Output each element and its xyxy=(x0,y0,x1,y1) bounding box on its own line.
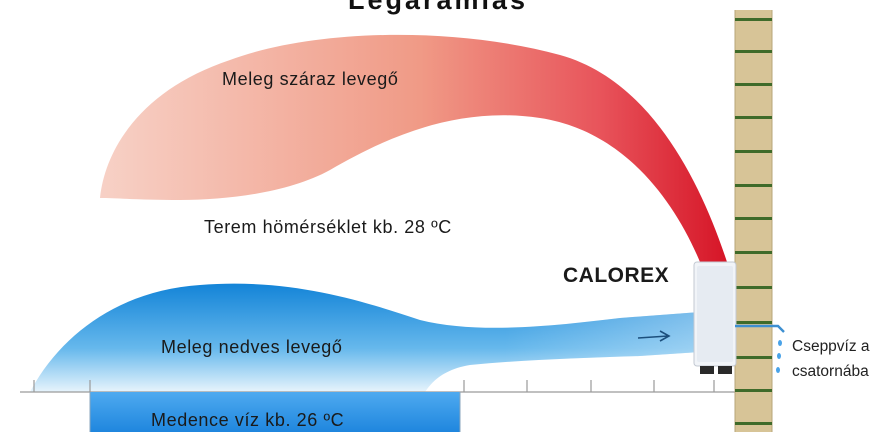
drain-label: Cseppvíz a csatornába xyxy=(792,334,870,384)
warm-dry-air-label: Meleg száraz levegő xyxy=(222,69,399,89)
warm-humid-air-label: Meleg nedves levegő xyxy=(161,337,343,357)
brick-wall xyxy=(735,10,772,432)
drain-pipe xyxy=(735,324,785,333)
flow-arrow-icon xyxy=(637,330,671,342)
page-title: Légáramlás xyxy=(347,0,529,15)
room-temperature-label: Terem hömérséklet kb. 28 ºC xyxy=(204,217,452,237)
drain-label-line1: Cseppvíz a xyxy=(792,338,870,355)
drain-label-line2: csatornába xyxy=(792,363,869,380)
wall-bands xyxy=(735,18,772,425)
floor-ticks xyxy=(33,380,715,392)
pool-water xyxy=(90,392,460,432)
pool-water-label: Medence víz kb. 26 ºC xyxy=(151,410,345,430)
humid-air-fade xyxy=(30,283,700,392)
warm-dry-air-arc xyxy=(100,34,727,262)
calorex-unit xyxy=(693,261,737,374)
water-drops-icon xyxy=(776,340,782,373)
calorex-brand-label: CALOREX xyxy=(563,264,670,287)
